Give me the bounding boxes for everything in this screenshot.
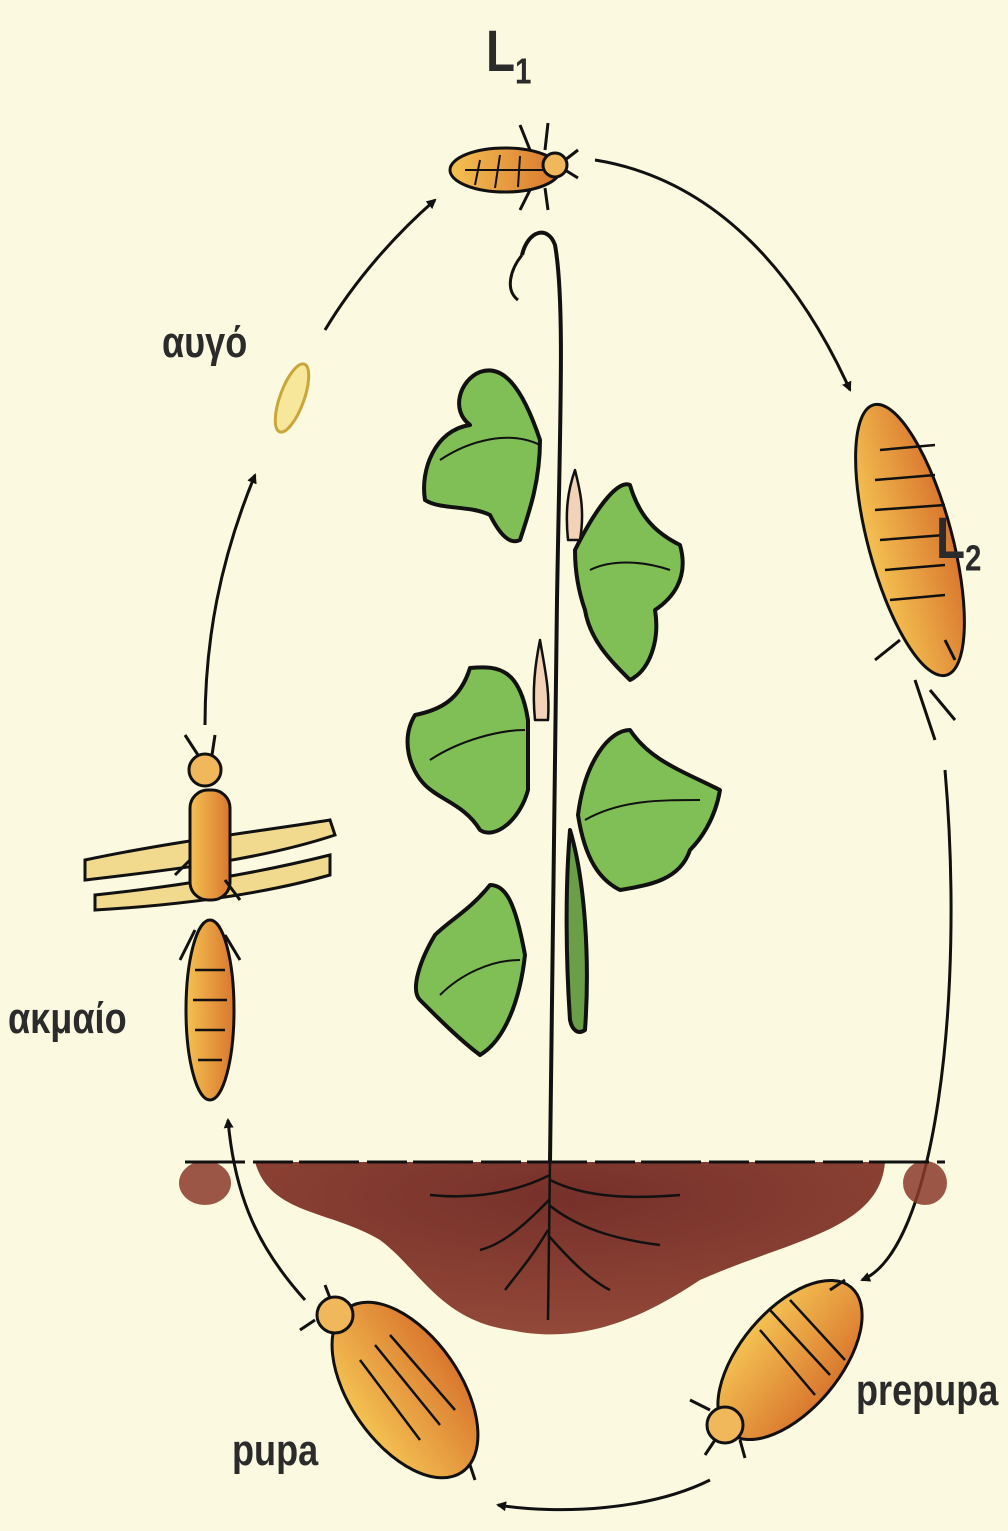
- stage-label-adult: ακμαίο: [8, 994, 127, 1044]
- stage-label-egg: αυγό: [162, 318, 247, 368]
- stage-label-l2-letter: L: [936, 506, 965, 571]
- flower-1: [567, 470, 582, 540]
- leaf-1: [424, 370, 540, 541]
- leaf-3: [408, 667, 528, 832]
- arrow-l2-to-prepupa: [862, 770, 951, 1280]
- plant-leaves: [408, 370, 720, 1055]
- stage-label-l1-sub: 1: [515, 51, 531, 92]
- egg-icon: [268, 360, 315, 436]
- arrow-prepupa-to-pupa: [498, 1480, 710, 1510]
- flower-2: [534, 640, 549, 720]
- stage-label-l2-sub: 2: [965, 538, 981, 579]
- leaf-4: [578, 730, 720, 890]
- stage-label-l2: L2: [936, 505, 981, 580]
- arrow-adult-to-egg: [205, 475, 255, 725]
- stage-label-pupa: pupa: [232, 1426, 318, 1476]
- arrow-egg-to-l1: [325, 200, 435, 330]
- prepupa-icon: [690, 1255, 889, 1465]
- adult-icon: [85, 735, 335, 1100]
- stage-label-prepupa: prepupa: [856, 1366, 998, 1416]
- fruit-pod: [567, 830, 587, 1032]
- arrow-l1-to-l2: [595, 160, 850, 390]
- larva-l1-icon: [450, 123, 578, 210]
- stage-label-l1: L1: [486, 18, 531, 93]
- leaf-5: [416, 885, 525, 1055]
- stage-label-l1-letter: L: [486, 19, 515, 84]
- leaf-2: [575, 484, 683, 680]
- arrow-pupa-to-adult: [228, 1120, 305, 1300]
